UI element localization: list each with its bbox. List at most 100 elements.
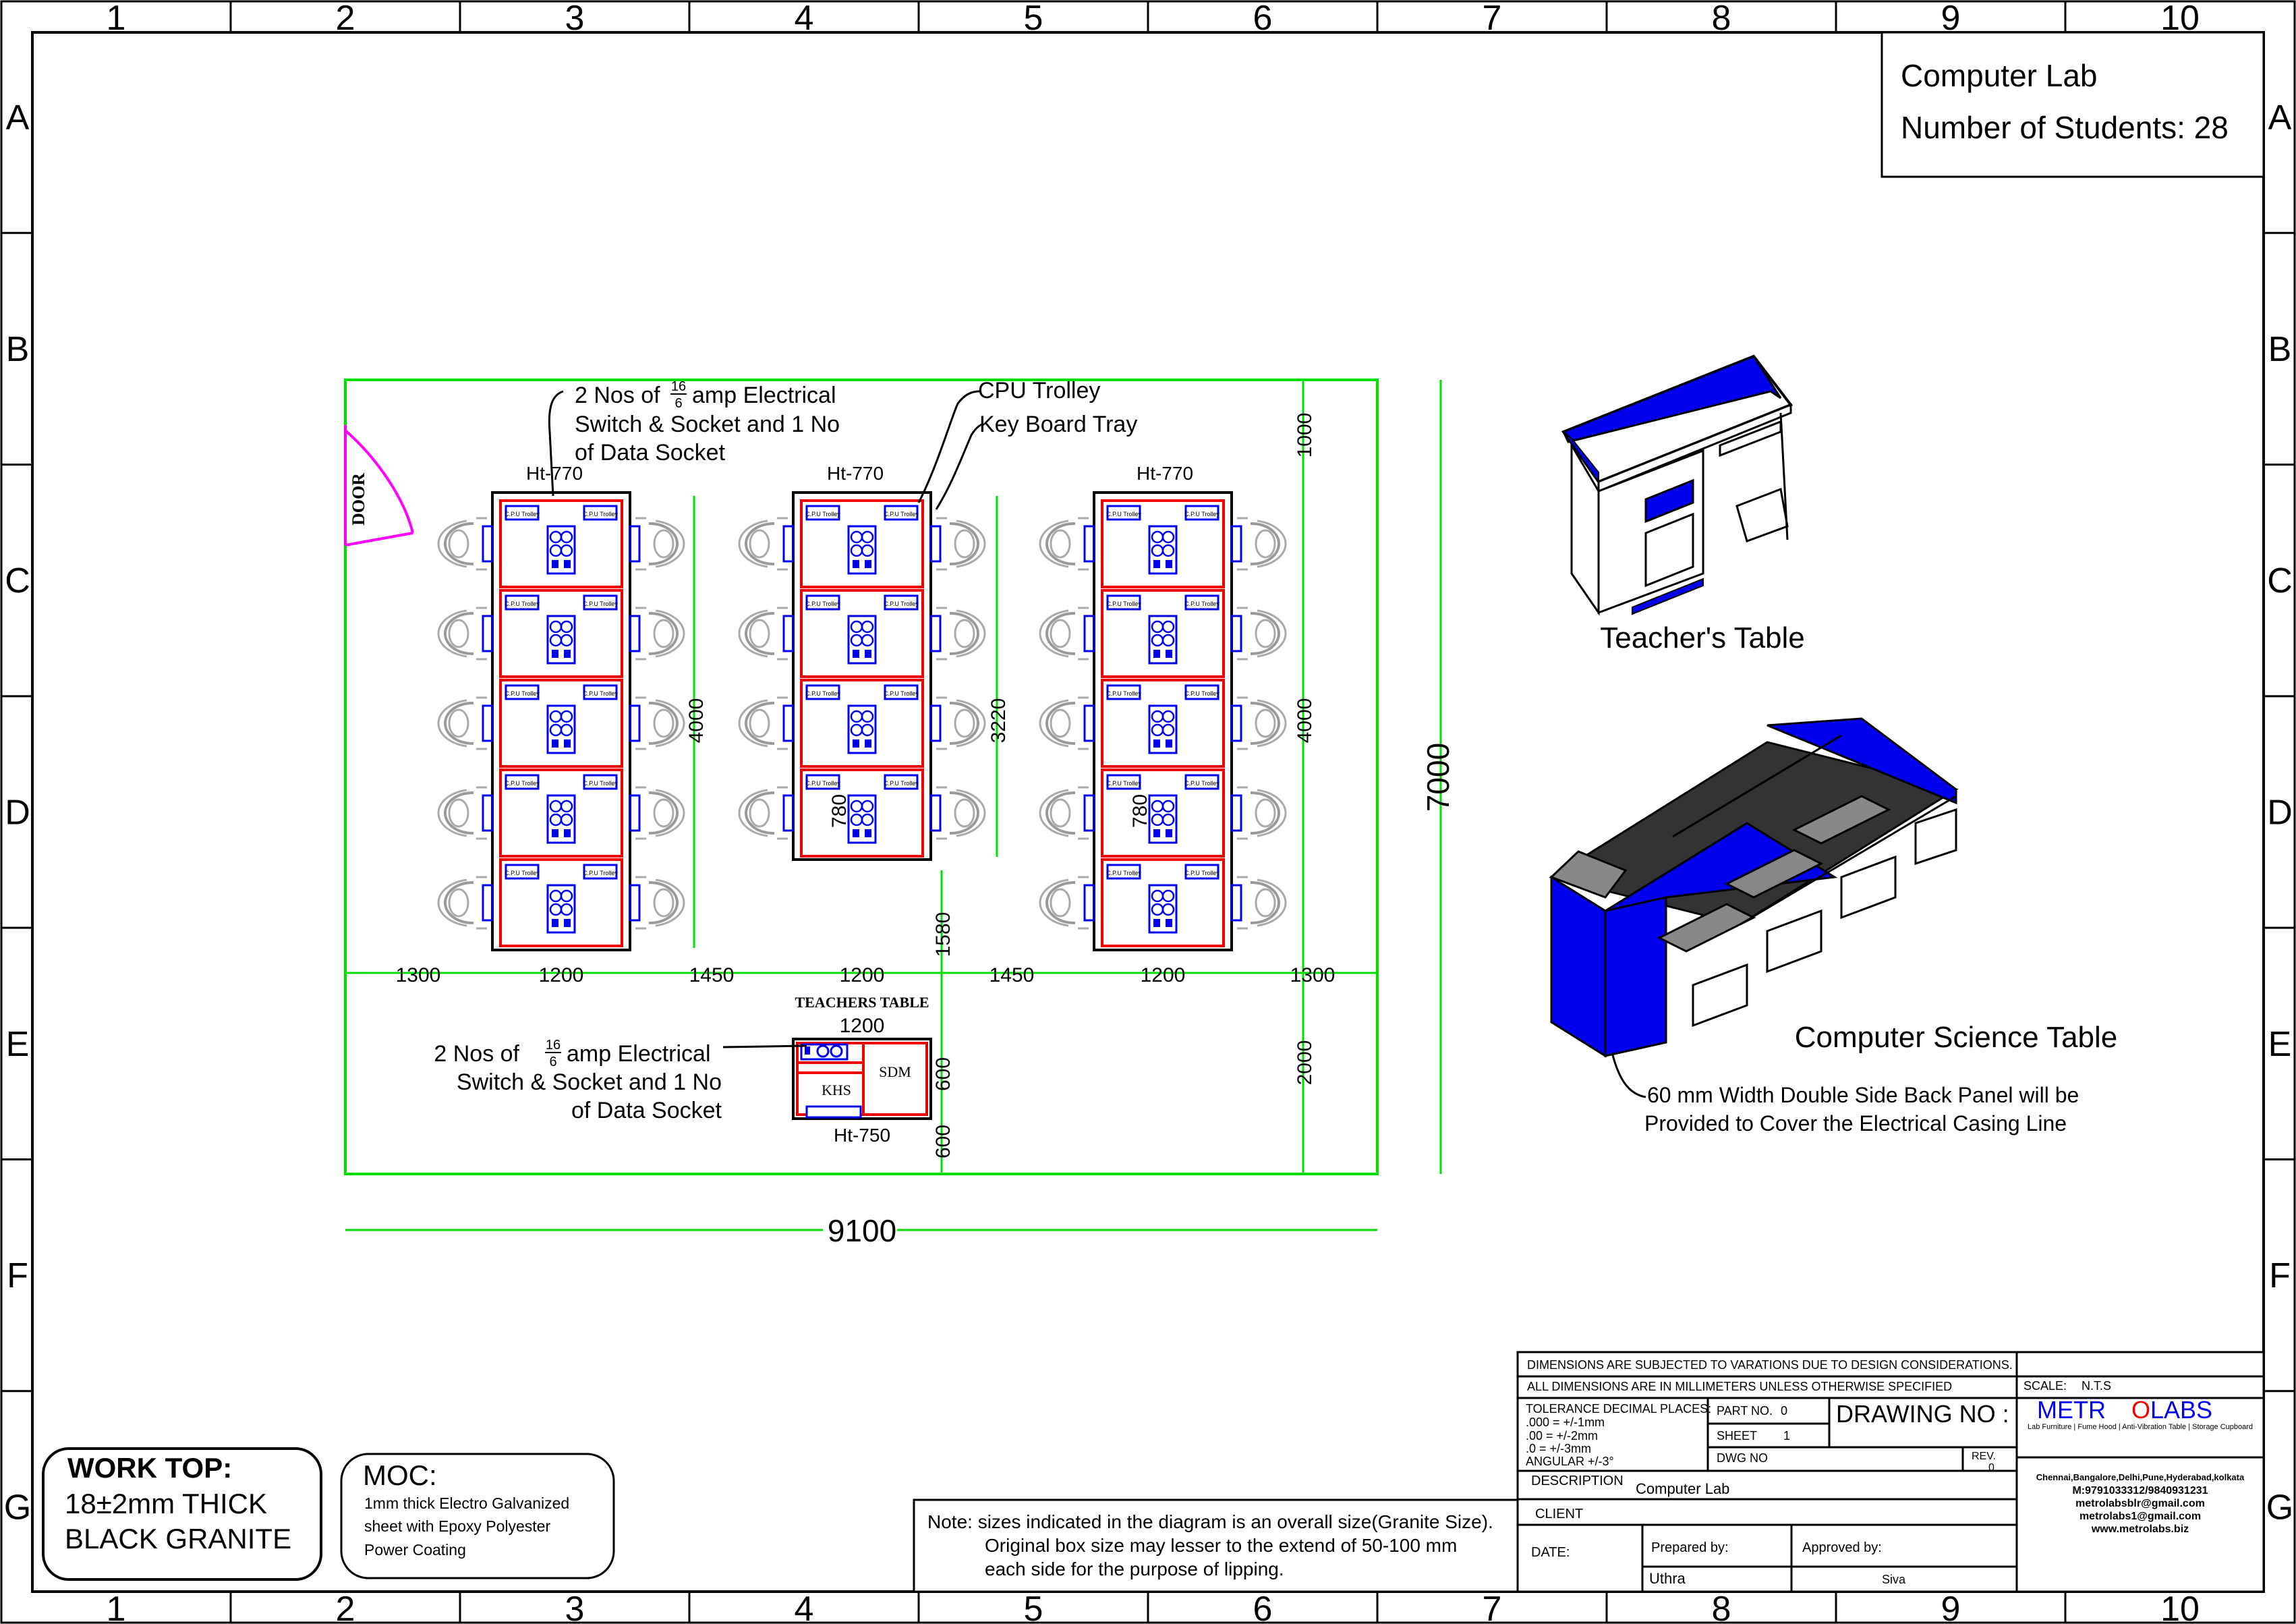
row-label-left-D: D [5, 793, 30, 833]
workstation-cell [499, 858, 623, 947]
contact-email2: metrolabs1@gmail.com [2079, 1511, 2201, 1522]
student-chair [738, 517, 795, 571]
callout-electrical-top: 2 Nos of 16 6 amp Electrical Switch & So… [548, 379, 840, 497]
note-line2: Original box size may lesser to the exte… [985, 1535, 1457, 1556]
contact-phone: M:9791033312/9840931231 [2072, 1485, 2208, 1496]
contact-cities: Chennai,Bangalore,Delhi,Pune,Hyderabad,k… [2036, 1472, 2245, 1482]
workstation-cell [1101, 679, 1225, 768]
work-top-box: WORK TOP: 18±2mm THICK BLACK GRANITE [42, 1447, 322, 1581]
tb-approved-value: Siva [1882, 1573, 1906, 1586]
callout-top-frac-den: 6 [675, 396, 682, 411]
column-label-bottom-9: 9 [1941, 1590, 1961, 1624]
student-chair [437, 517, 494, 571]
dim-780-table2: 780 [828, 794, 851, 828]
tb-part-value: 0 [1781, 1404, 1787, 1418]
tb-row1: DIMENSIONS ARE SUBJECTED TO VARATIONS DU… [1527, 1358, 2013, 1372]
callout-cpu-keyboard: CPU Trolley Key Board Tray [917, 378, 1137, 510]
moc-line3: Power Coating [364, 1541, 466, 1559]
title-block-text: DIMENSIONS ARE SUBJECTED TO VARATIONS DU… [1526, 1358, 2253, 1587]
door: DOOR [344, 425, 414, 547]
column-label-bottom-10: 10 [2160, 1590, 2200, 1624]
tb-row2: ALL DIMENSIONS ARE IN MILLIMETERS UNLESS… [1527, 1380, 1952, 1393]
callout-top-line3: of Data Socket [575, 440, 726, 466]
row-label-left-F: F [7, 1256, 28, 1295]
workstation-cell [499, 679, 623, 768]
sdm-label: SDM [879, 1063, 911, 1080]
student-chair [1039, 607, 1095, 661]
workstation-cell [800, 679, 924, 768]
row-label-left-B: B [6, 330, 30, 369]
callout-top-suffix: amp Electrical [692, 383, 836, 408]
title-block [1516, 1351, 2265, 1593]
row-label-right-C: C [2267, 561, 2293, 600]
table1-height: Ht-770 [526, 463, 583, 484]
cpu-trolley-label: CPU Trolley [978, 378, 1100, 403]
tb-drawing-no: DRAWING NO : [1836, 1400, 2009, 1428]
column-label-bottom-7: 7 [1483, 1590, 1502, 1624]
dim-780-table3: 780 [1129, 794, 1151, 828]
teacher-table-iso-label: Teacher's Table [1600, 621, 1805, 654]
student-chair [929, 607, 986, 661]
contact-web: www.metrolabs.biz [2091, 1523, 2189, 1535]
column-label-bottom-4: 4 [795, 1590, 814, 1624]
tb-tol4: ANGULAR +/-3° [1526, 1455, 1614, 1468]
callout-teacher-suffix: amp Electrical [567, 1041, 711, 1067]
tb-date-label: DATE: [1531, 1545, 1570, 1560]
student-chair [1039, 786, 1095, 840]
panel-note-line2: Provided to Cover the Electrical Casing … [1644, 1111, 2067, 1136]
tb-scale-value: N.T.S [2082, 1379, 2111, 1393]
dim-600-lower: 600 [932, 1125, 954, 1158]
table3-height: Ht-770 [1137, 463, 1193, 484]
workstation-cell [499, 499, 623, 588]
note-line3: each side for the purpose of lipping. [985, 1559, 1284, 1579]
student-chair [437, 786, 494, 840]
column-label-top-5: 5 [1024, 0, 1043, 38]
student-chair [629, 517, 685, 571]
workstation-cell [1101, 589, 1225, 678]
note-line1: Note: sizes indicated in the diagram is … [927, 1511, 1493, 1532]
tb-dwg-no: DWG NO [1717, 1451, 1768, 1465]
dim-1200-table3: 1200 [1141, 964, 1186, 986]
callout-top-line2: Switch & Socket and 1 No [575, 412, 840, 437]
row-label-right-A: A [2268, 99, 2292, 138]
callout-top-prefix: 2 Nos of [575, 383, 660, 408]
workstation-cell [800, 589, 924, 678]
callout-teacher-line3: of Data Socket [571, 1098, 722, 1123]
callout-teacher-prefix: 2 Nos of [434, 1041, 519, 1067]
student-chair [738, 696, 795, 750]
dim-7000: 7000 [1420, 743, 1456, 812]
moc-title: MOC: [363, 1459, 437, 1491]
lab-plan: DOOR Ht-770 Ht-770 Ht-770 2 Nos of [344, 378, 1456, 1248]
student-chair [629, 786, 685, 840]
dim-600-upper: 600 [932, 1057, 954, 1091]
column-label-top-4: 4 [795, 0, 814, 38]
room-outline [344, 379, 1379, 1175]
dim-1000: 1000 [1294, 413, 1316, 458]
student-chair [738, 786, 795, 840]
row-label-right-E: E [2268, 1025, 2292, 1064]
row-label-left-A: A [6, 99, 30, 138]
work-top-line1: 18±2mm THICK [65, 1488, 267, 1519]
row-label-right-F: F [2269, 1256, 2291, 1295]
student-chair [929, 696, 986, 750]
row-label-right-G: G [2266, 1488, 2293, 1527]
logo-metr: METR [2037, 1396, 2106, 1424]
student-chair [629, 696, 685, 750]
callout-teacher-line2: Switch & Socket and 1 No [457, 1069, 722, 1095]
column-label-bottom-6: 6 [1253, 1590, 1273, 1624]
table2-height: Ht-770 [827, 463, 884, 484]
column-label-bottom-8: 8 [1712, 1590, 1731, 1624]
tb-tol1: .000 = +/-1mm [1526, 1416, 1605, 1429]
student-chair [437, 696, 494, 750]
column-label-top-8: 8 [1712, 0, 1731, 38]
student-chair [1039, 876, 1095, 930]
student-table-3 [1093, 491, 1233, 951]
dim-4000-left: 4000 [685, 698, 708, 744]
column-label-top-3: 3 [565, 0, 585, 38]
moc-box: MOC: 1mm thick Electro Galvanized sheet … [340, 1453, 615, 1579]
callout-top-frac-num: 16 [671, 379, 686, 394]
column-label-bottom-2: 2 [336, 1590, 355, 1624]
student-chair [1039, 696, 1095, 750]
moc-line2: sheet with Epoxy Polyester [364, 1517, 550, 1535]
workstation-cell [1101, 768, 1225, 858]
